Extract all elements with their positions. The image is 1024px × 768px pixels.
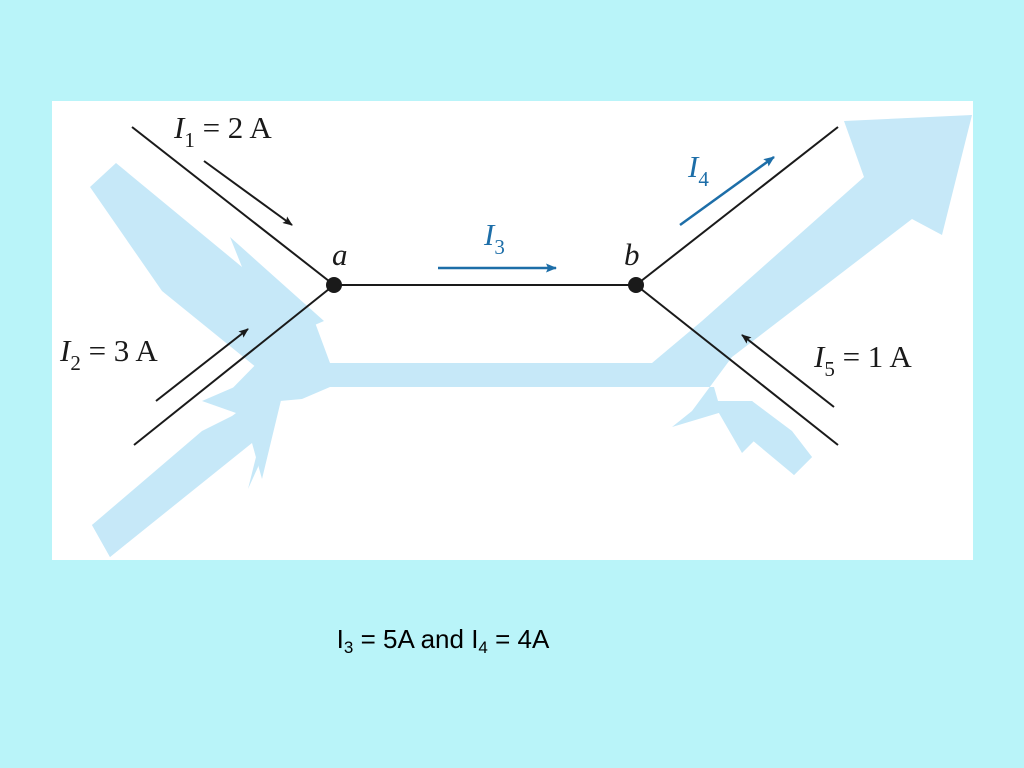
flow-band-main <box>92 115 972 557</box>
node-a-dot <box>326 277 342 293</box>
kirchhoff-junction-figure: a b I1 = 2 A I2 = 3 A I3 I4 I5 = 1 A <box>52 101 973 560</box>
label-i2: I2 = 3 A <box>59 333 158 375</box>
current-flow-bands <box>90 115 972 557</box>
wire-i5 <box>635 284 839 446</box>
node-b-dot <box>628 277 644 293</box>
node-b-label: b <box>624 237 640 272</box>
junction-diagram: a b I1 = 2 A I2 = 3 A I3 I4 I5 = 1 A <box>59 110 972 557</box>
label-i4: I4 <box>687 149 709 191</box>
label-i1: I1 = 2 A <box>173 110 272 152</box>
result-caption: I3 = 5A and I4 = 4A <box>336 624 550 657</box>
wire-i4 <box>635 126 839 286</box>
arrow-i5 <box>741 334 835 408</box>
arrow-i2 <box>155 328 249 402</box>
wire-i1 <box>131 126 335 286</box>
label-i5: I5 = 1 A <box>813 339 912 381</box>
node-a-label: a <box>332 237 348 272</box>
label-i3: I3 <box>483 217 505 259</box>
circuit-wires <box>131 126 839 446</box>
arrow-i1 <box>203 160 293 226</box>
arrow-i4 <box>679 155 775 227</box>
wire-i2 <box>133 284 335 446</box>
flow-band-bottom-left <box>92 363 290 557</box>
flow-band-i5-entry <box>712 401 812 475</box>
flow-band-upper-left <box>90 163 324 385</box>
